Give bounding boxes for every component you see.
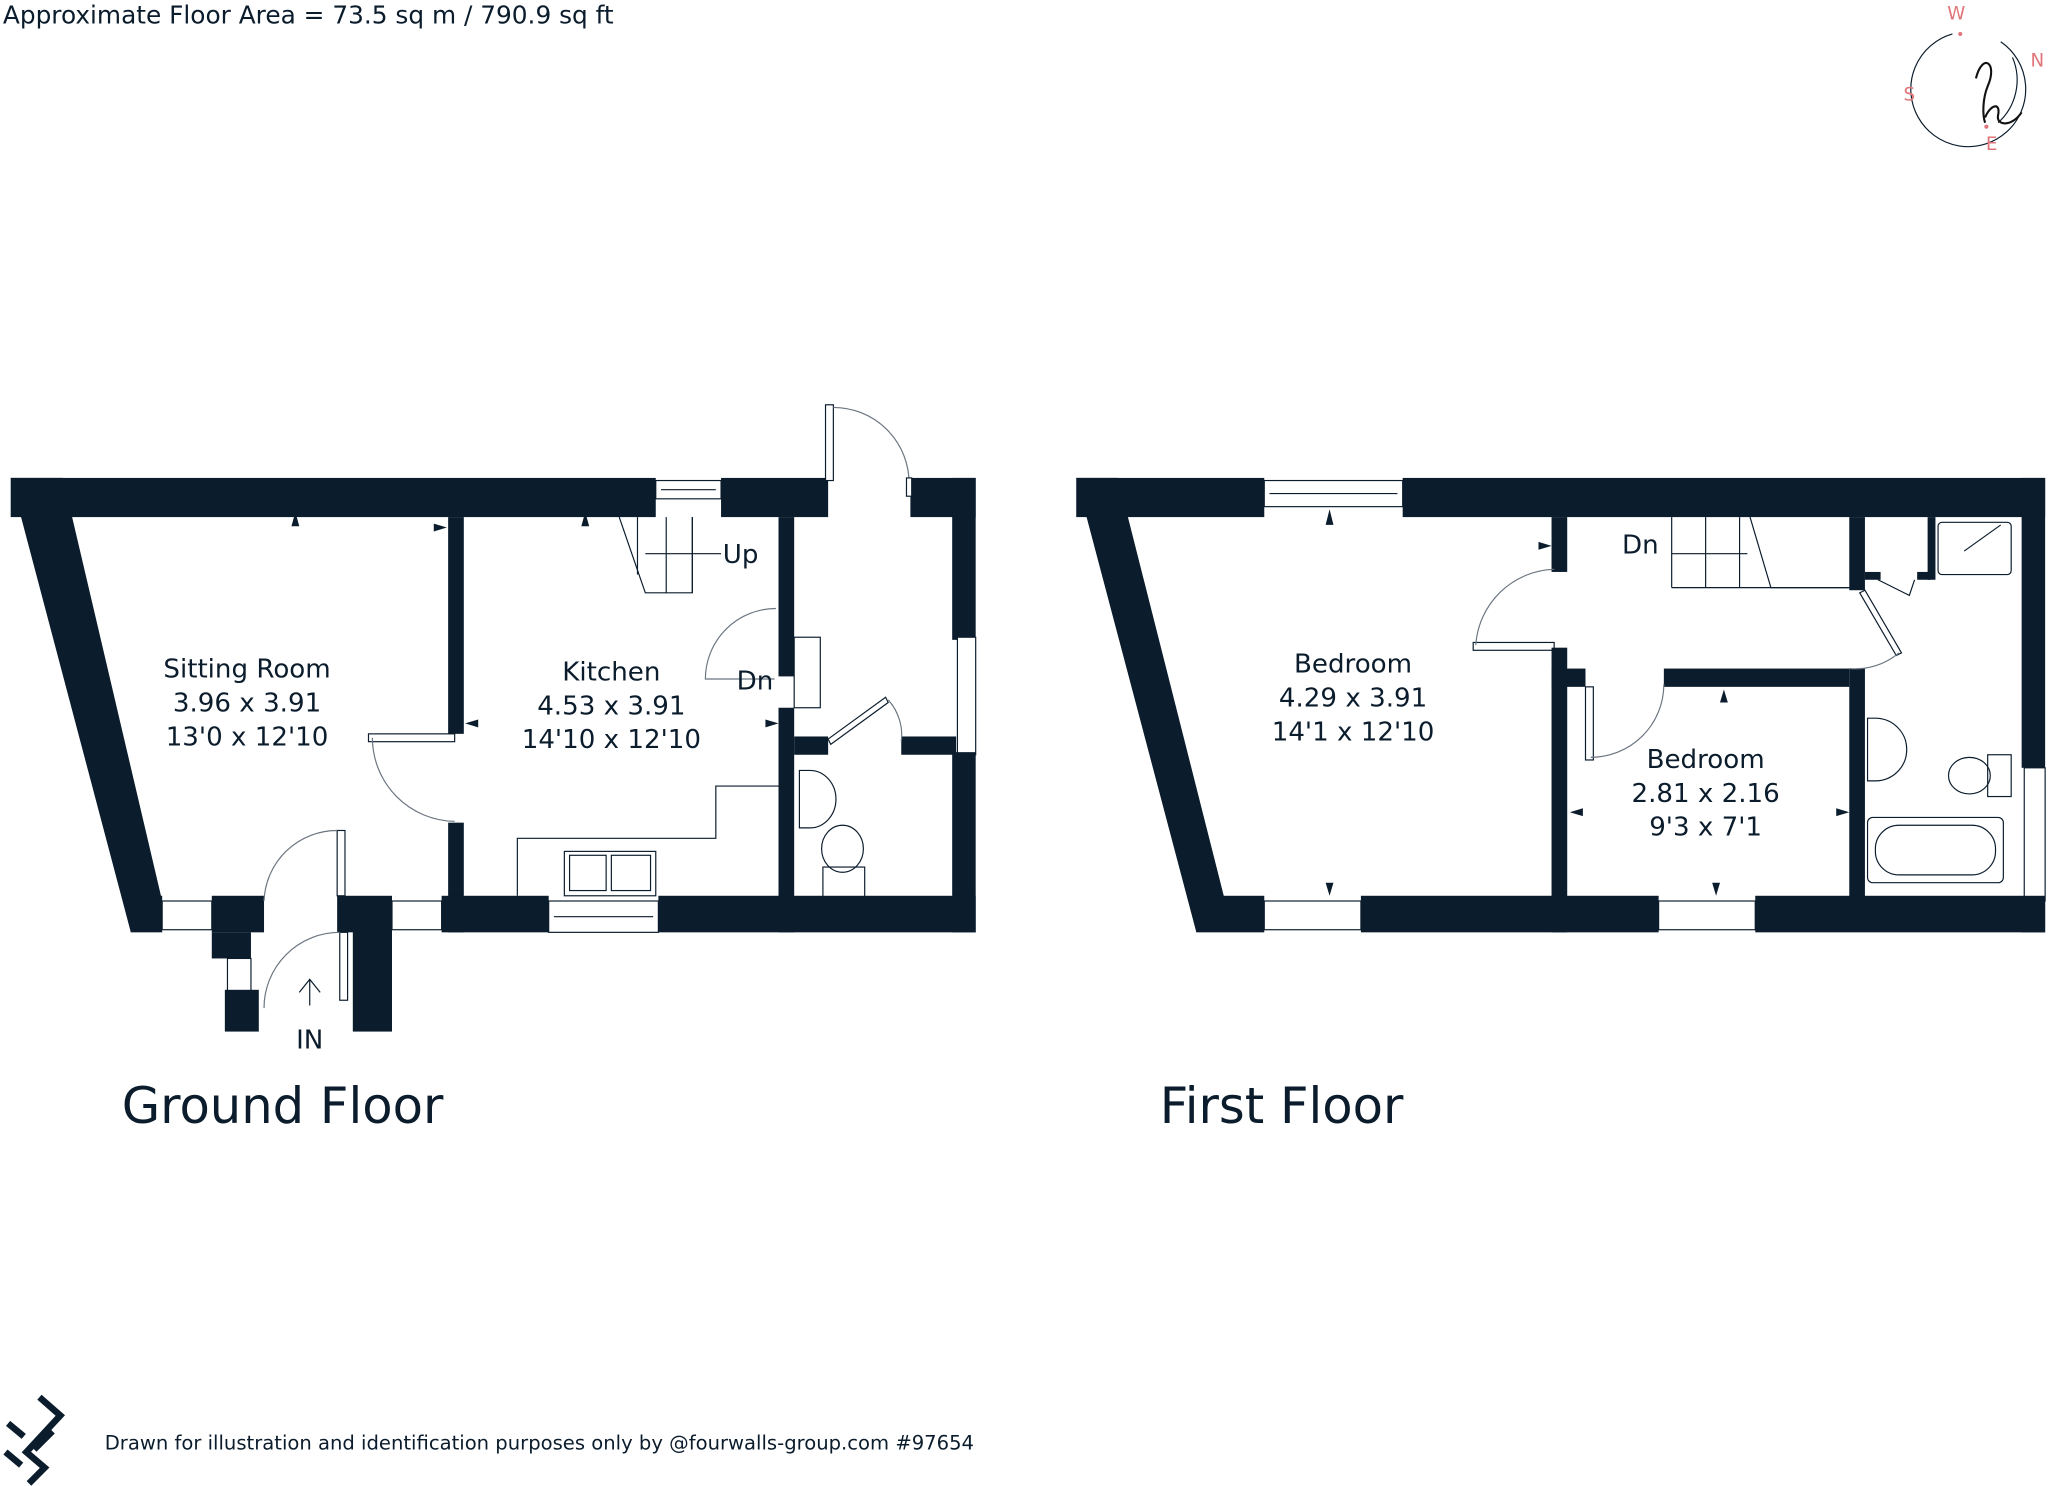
compass-east: E: [1986, 134, 1998, 155]
room-imperial: 9'3 x 7'1: [1649, 813, 1762, 843]
room-metric: 2.81 x 2.16: [1631, 779, 1779, 809]
compass-logo: W N S E: [1904, 4, 2045, 156]
compass-south: S: [1904, 85, 1916, 106]
compass-west: W: [1947, 4, 1965, 25]
first-floor-title: First Floor: [1160, 1077, 1404, 1135]
stairs-up-label: Up: [723, 540, 759, 570]
wall: [721, 477, 829, 518]
ground-floor-plan: Sitting Room 3.96 x 3.91 13'0 x 12'10 Ki…: [10, 404, 977, 1135]
first-floor-plan: Bedroom 4.29 x 3.91 14'1 x 12'10 Bedroom…: [1076, 477, 2046, 1135]
floor-area-text: Approximate Floor Area = 73.5 sq m / 790…: [3, 1, 614, 30]
entrance-arrow-icon: [298, 978, 321, 1006]
room-name: Kitchen: [562, 657, 660, 687]
stairs-down: [1671, 516, 1850, 589]
fourwalls-logo-icon: [3, 1394, 66, 1486]
room-metric: 4.29 x 3.91: [1279, 683, 1427, 713]
stairs-up: [618, 516, 722, 594]
signature-h-icon: [1974, 62, 2023, 125]
room-metric: 4.53 x 3.91: [537, 691, 685, 721]
room-imperial: 14'10 x 12'10: [522, 725, 701, 755]
room-imperial: 14'1 x 12'10: [1272, 717, 1435, 747]
compass-north: N: [2030, 51, 2044, 72]
room-name: Bedroom: [1647, 745, 1765, 775]
room-name: Sitting Room: [163, 655, 330, 685]
room-imperial: 13'0 x 12'10: [166, 723, 329, 753]
wall: [10, 477, 656, 518]
room-metric: 3.96 x 3.91: [173, 689, 321, 719]
entrance-label: IN: [296, 1026, 323, 1056]
stairs-down-label: Dn: [737, 666, 774, 696]
stairs-down-label: Dn: [1622, 531, 1659, 561]
wall: [10, 477, 163, 933]
ground-floor-title: Ground Floor: [122, 1077, 444, 1135]
room-name: Bedroom: [1294, 649, 1412, 679]
footer-disclaimer: Drawn for illustration and identificatio…: [105, 1431, 974, 1454]
